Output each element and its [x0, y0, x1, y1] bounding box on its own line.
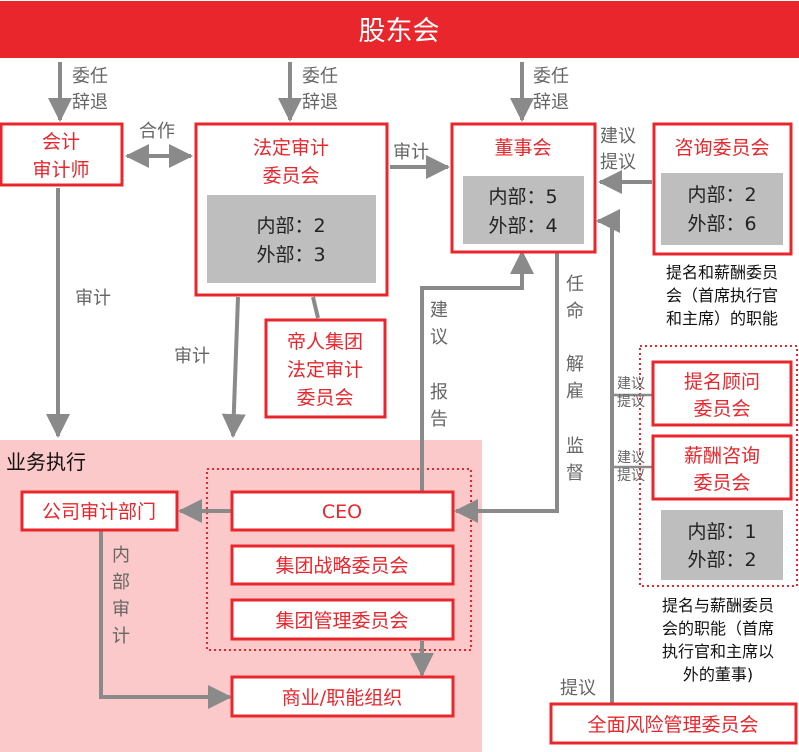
group-management-committee-title: 集团管理委员会: [275, 610, 408, 632]
statutory-audit-committee-line1: 法定审计: [253, 137, 329, 159]
statutory-audit-stats-panel: [207, 195, 376, 283]
label-appoint-3a: 委任: [533, 66, 569, 87]
imperial-audit-line2: 法定审计: [287, 359, 363, 381]
advisory-note-line2: 会（首席执行官: [666, 286, 778, 305]
label-internal-audit-v4: 计: [112, 626, 130, 647]
group-strategy-committee-box: [230, 544, 455, 586]
nc-note-line4: 外的董事): [683, 665, 753, 684]
label-supervise-v2: 督: [566, 463, 584, 484]
shareholders-meeting-label: 股东会: [359, 16, 440, 47]
label-dismiss-v1: 解: [566, 354, 584, 375]
nomination-line2: 委员会: [693, 398, 750, 420]
imperial-audit-connector: [311, 296, 320, 319]
internal-audit-department-box: [20, 490, 179, 532]
risk-management-committee-box: [549, 702, 798, 745]
label-nomination-propose-1: 建议: [617, 376, 645, 392]
imperial-audit-line3: 委员会: [296, 387, 353, 409]
executive-group-border: [206, 468, 472, 651]
nc-internal: 内部：1: [687, 521, 756, 543]
label-dismiss-3b: 辞退: [533, 92, 569, 113]
board-internal: 内部：5: [488, 186, 557, 208]
statutory-audit-internal: 内部：2: [256, 215, 325, 237]
label-appoint-v1: 任: [566, 274, 584, 295]
compensation-committee-box: [651, 434, 793, 501]
nc-external: 外部：2: [687, 549, 756, 571]
nomination-line1: 提名顾问: [684, 371, 760, 393]
compensation-line2: 委员会: [693, 472, 750, 494]
business-organization-title: 商业/职能组织: [282, 687, 402, 709]
internal-audit-department-title: 公司审计部门: [42, 501, 156, 523]
auditor-box: [0, 122, 124, 187]
group-strategy-committee-title: 集团战略委员会: [275, 555, 408, 577]
business-execution-label: 业务执行: [6, 450, 86, 474]
label-report-v2: 告: [430, 409, 448, 430]
board-title: 董事会: [494, 137, 551, 159]
arrow-audit-committee-to-business: [221, 296, 246, 438]
label-internal-audit-v1: 内: [112, 545, 130, 566]
arrow-risk-to-board: [596, 209, 620, 703]
label-compensation-propose-2: 提议: [617, 468, 645, 484]
advisory-internal: 内部：2: [687, 184, 756, 206]
label-cooperate: 合作: [139, 121, 175, 142]
label-audit-to-board: 审计: [393, 142, 429, 163]
label-advisory-propose-1: 建议: [600, 126, 636, 147]
label-advice-v1: 建: [430, 300, 448, 321]
auditor-label-line2: 审计师: [32, 159, 89, 181]
arrow-internal-audit-to-business: [99, 531, 232, 709]
advisory-note-line3: 和主席）的职能: [666, 309, 778, 328]
risk-management-committee-title: 全面风险管理委员会: [587, 714, 758, 736]
ceo-box: [230, 490, 455, 532]
board-stats-panel: [463, 176, 584, 244]
advisory-committee-title: 咨询委员会: [674, 137, 769, 159]
arrow-board-to-ceo: [454, 248, 559, 523]
label-appoint-v2: 命: [566, 301, 584, 322]
label-nomination-propose-2: 提议: [617, 394, 645, 410]
label-committee-audit: 审计: [174, 346, 210, 367]
label-internal-audit-v2: 部: [112, 572, 130, 593]
board-external: 外部：4: [488, 215, 557, 237]
label-dismiss-1b: 辞退: [72, 92, 108, 113]
arrow-ceo-report-to-board: [420, 250, 534, 492]
label-report-v1: 报: [430, 382, 448, 403]
advisory-note-line1: 提名和薪酬委员: [666, 263, 778, 282]
auditor-label-line1: 会计: [42, 131, 80, 153]
nc-note-line1: 提名与薪酬委员: [662, 596, 774, 615]
label-dismiss-2b: 辞退: [302, 92, 338, 113]
group-management-committee-box: [230, 598, 455, 641]
nomination-committee-box: [651, 360, 793, 427]
label-supervise-v1: 监: [566, 436, 584, 457]
shareholders-meeting-bar: [0, 1, 799, 58]
label-appoint-2a: 委任: [302, 66, 338, 87]
label-internal-audit-v3: 审: [112, 599, 130, 620]
label-advice-v2: 议: [430, 327, 448, 348]
advisory-external: 外部：6: [687, 213, 756, 235]
advisory-stats-panel: [661, 173, 783, 245]
nc-stats-panel: [661, 510, 783, 580]
label-auditor-audit: 审计: [75, 288, 111, 309]
ceo-title: CEO: [322, 501, 362, 523]
label-appoint-1a: 委任: [72, 66, 108, 87]
nc-note-line2: 会的职能（首席: [662, 619, 774, 638]
connector-arrows: [46, 62, 652, 709]
label-compensation-propose-1: 建议: [617, 450, 645, 466]
compensation-line1: 薪酬咨询: [684, 445, 760, 467]
imperial-audit-line1: 帝人集团: [287, 331, 363, 353]
imperial-audit-committee-box: [264, 318, 387, 419]
nc-committee-group-border: [639, 345, 798, 587]
business-organization-box: [230, 675, 455, 718]
label-dismiss-v2: 雇: [566, 381, 584, 402]
label-advisory-propose-2: 提议: [600, 152, 636, 173]
nc-note-line3: 执行官和主席以: [662, 642, 774, 661]
statutory-audit-committee-line2: 委员会: [262, 165, 319, 187]
label-risk-propose: 提议: [560, 678, 596, 699]
statutory-audit-external: 外部：3: [256, 244, 325, 266]
